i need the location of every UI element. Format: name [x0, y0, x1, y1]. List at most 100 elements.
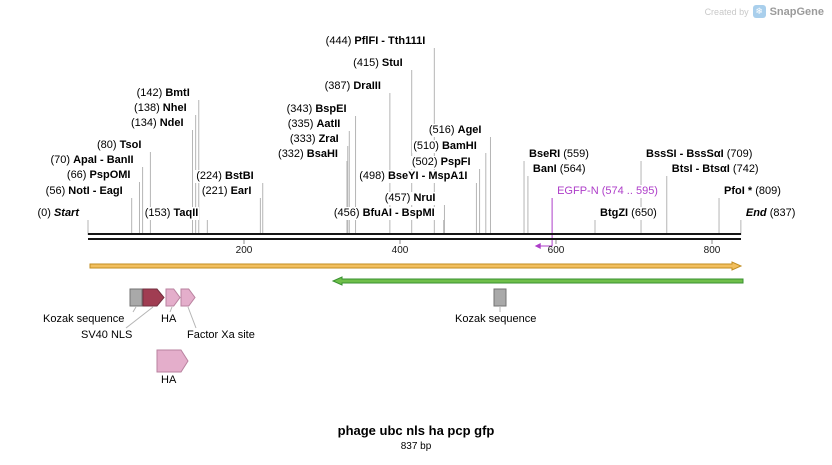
site-name: EGFP-N — [557, 185, 599, 197]
feature-label-kozak-sequence[interactable]: Kozak sequence — [455, 313, 537, 325]
site-label-zrai[interactable]: (333) ZraI — [288, 133, 340, 146]
kozak-sequence-glyph-2[interactable] — [493, 288, 507, 307]
site-position: (444) — [325, 35, 355, 47]
site-position: (142) — [136, 87, 166, 99]
site-label-taqii[interactable]: (153) TaqII — [143, 207, 200, 220]
ha-tag-glyph-1[interactable] — [165, 288, 181, 307]
feature-label-sv40-nls[interactable]: SV40 NLS — [81, 329, 133, 341]
construct-arrow-forward[interactable] — [89, 261, 743, 271]
watermark-brand-text: SnapGene — [769, 5, 824, 18]
ruler-label-400: 400 — [391, 245, 409, 256]
site-position: (498) — [359, 170, 388, 182]
site-label-nhei[interactable]: (138) NheI — [133, 102, 188, 115]
site-position: (456) — [333, 207, 363, 219]
site-label-bseyi-mspa1i[interactable]: (498) BseYI - MspA1I — [358, 170, 469, 183]
site-label-egfp-n[interactable]: EGFP-N (574 .. 595) — [556, 185, 659, 198]
site-position: (650) — [628, 207, 657, 219]
site-label-bsssi-bsss-i[interactable]: BssSI - BssSαI (709) — [645, 148, 754, 161]
site-name: BseRI — [529, 148, 561, 160]
site-name: StuI — [381, 57, 403, 69]
site-name: ApaI - BanII — [73, 154, 134, 166]
site-name: BseYI - MspA1I — [387, 170, 468, 182]
orf-arrow-reverse[interactable] — [331, 276, 744, 286]
site-name: BfuAI - BspMI — [362, 207, 435, 219]
site-label-btgzi[interactable]: BtgZI (650) — [599, 207, 658, 220]
feature-label-ha[interactable]: HA — [161, 374, 177, 386]
site-name: PspFI — [440, 156, 471, 168]
site-position: (387) — [324, 80, 354, 92]
site-position: (56) — [45, 185, 69, 197]
site-label-pspomi[interactable]: (66) PspOMI — [65, 169, 132, 182]
kozak-sequence-glyph-1[interactable] — [129, 288, 143, 307]
site-label-aatii[interactable]: (335) AatII — [286, 118, 342, 131]
site-label-apai-banii[interactable]: (70) ApaI - BanII — [49, 154, 135, 167]
primer-arrowhead — [534, 243, 541, 249]
site-label-bstbi[interactable]: (224) BstBI — [195, 170, 255, 183]
feature-label-kozak-sequence[interactable]: Kozak sequence — [43, 313, 125, 325]
site-position: (809) — [752, 185, 781, 197]
site-label-bfuai-bspmi[interactable]: (456) BfuAI - BspMI — [332, 207, 436, 220]
site-label-bmti[interactable]: (142) BmtI — [135, 87, 191, 100]
site-name: AgeI — [457, 124, 482, 136]
site-position: (516) — [428, 124, 458, 136]
site-position: (224) — [196, 170, 225, 182]
ha-tag-glyph-2[interactable] — [156, 349, 189, 373]
site-label-btsi-bts-i[interactable]: BtsI - BtsαI (742) — [670, 163, 760, 176]
site-label-noti-eagi[interactable]: (56) NotI - EagI — [44, 185, 124, 198]
site-label-bamhi[interactable]: (510) BamHI — [412, 140, 478, 153]
feature-connector-line — [187, 306, 197, 329]
site-position: (66) — [66, 169, 90, 181]
feature-label-factor-xa-site[interactable]: Factor Xa site — [187, 329, 255, 341]
site-name: BmtI — [165, 87, 190, 99]
site-label-bspei[interactable]: (343) BspEI — [285, 103, 348, 116]
site-label-eari[interactable]: (221) EarI — [200, 185, 253, 198]
site-position: (709) — [723, 148, 753, 160]
feature-connector-line — [132, 306, 137, 313]
site-name: NruI — [413, 192, 436, 204]
site-name: NheI — [162, 102, 187, 114]
site-position: (574 .. 595) — [598, 185, 658, 197]
site-position: (138) — [134, 102, 163, 114]
site-position: (335) — [287, 118, 317, 130]
site-position: (502) — [411, 156, 441, 168]
site-position: (134) — [130, 117, 160, 129]
feature-label-ha[interactable]: HA — [161, 313, 177, 325]
site-position: (332) — [278, 148, 307, 160]
site-label-tsoi[interactable]: (80) TsoI — [95, 139, 143, 152]
sequence-line[interactable] — [88, 233, 741, 240]
site-label-pfoi[interactable]: PfoI * (809) — [723, 185, 782, 198]
site-name: BstBI — [225, 170, 254, 182]
site-name: NotI - EagI — [68, 185, 123, 197]
site-name: AatII — [316, 118, 341, 130]
site-label-pspfi[interactable]: (502) PspFI — [410, 156, 472, 169]
site-label-nrui[interactable]: (457) NruI — [383, 192, 437, 205]
site-name: PflFI - Tth111I — [354, 35, 426, 47]
site-label-stui[interactable]: (415) StuI — [352, 57, 404, 70]
site-position: (70) — [50, 154, 74, 166]
site-name: BspEI — [315, 103, 347, 115]
factor-xa-site-glyph[interactable] — [180, 288, 196, 307]
site-label-ndei[interactable]: (134) NdeI — [129, 117, 185, 130]
site-name: BanI — [532, 163, 557, 175]
site-label-draiii[interactable]: (387) DraIII — [323, 80, 382, 93]
site-label-pflfi-tth111i[interactable]: (444) PflFI - Tth111I — [324, 35, 427, 48]
site-label-end[interactable]: End (837) — [744, 207, 797, 220]
sv40-nls-glyph[interactable] — [142, 288, 165, 307]
site-name: EarI — [230, 185, 252, 197]
site-name: Start — [53, 207, 79, 219]
site-label-agei[interactable]: (516) AgeI — [427, 124, 483, 137]
ruler-label-800: 800 — [703, 245, 721, 256]
site-label-bani[interactable]: BanI (564) — [531, 163, 587, 176]
feature-connector-line — [125, 306, 154, 329]
site-label-start[interactable]: (0) Start — [36, 207, 80, 220]
feature-connector-line — [169, 306, 173, 313]
site-position: (837) — [766, 207, 796, 219]
site-label-bsahi[interactable]: (332) BsaHI — [277, 148, 339, 161]
site-label-bseri[interactable]: BseRI (559) — [528, 148, 590, 161]
site-position: (415) — [353, 57, 382, 69]
site-name: BamHI — [441, 140, 477, 152]
site-position: (510) — [413, 140, 442, 152]
site-name: NdeI — [159, 117, 184, 129]
